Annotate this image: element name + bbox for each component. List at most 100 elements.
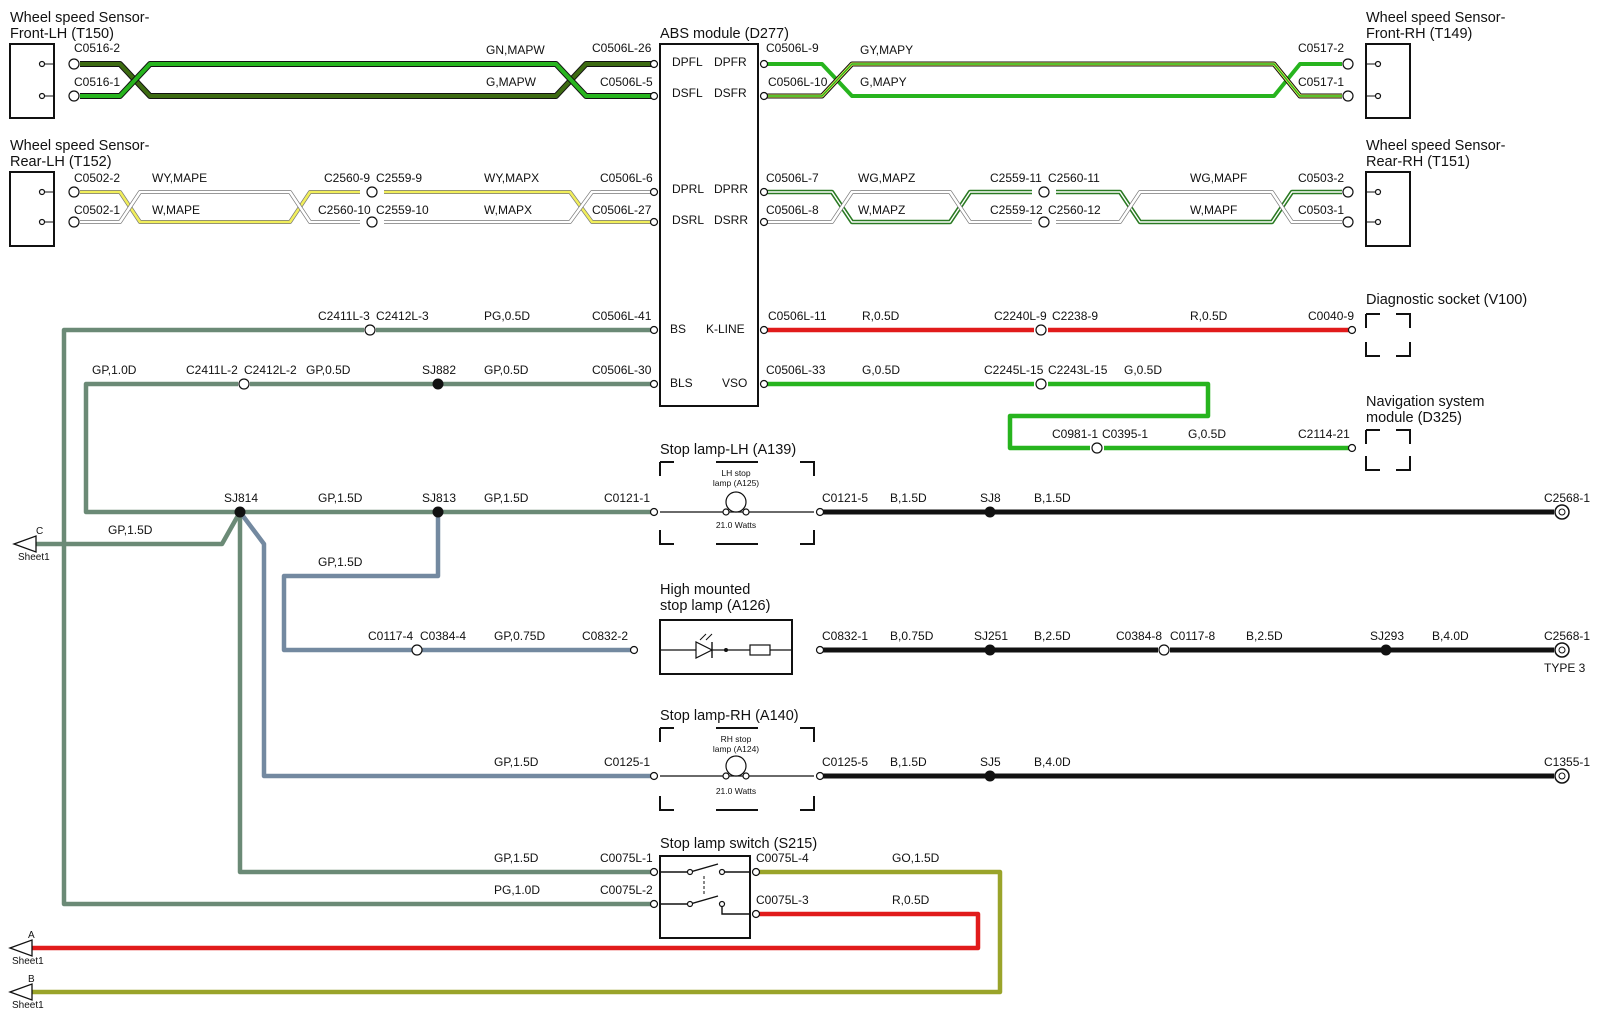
- wire-bs: [61, 327, 652, 907]
- wire-label: WY,MAPE: [152, 171, 207, 185]
- stop-lamp-lh: Stop lamp-LH (A139) LH stop lamp (A125) …: [659, 442, 815, 545]
- connector-label: C0832-2: [582, 629, 628, 643]
- wire-label: GP,1.5D: [108, 523, 153, 537]
- connector-label: C2559-12: [990, 203, 1043, 217]
- ground-terminals: [1554, 504, 1570, 784]
- pin: [759, 379, 769, 389]
- pin: [1035, 324, 1047, 336]
- stop-rh-title: Stop lamp-RH (A140): [660, 708, 799, 724]
- connector-label: C0506L-11: [768, 309, 827, 323]
- pin: [759, 325, 769, 335]
- connector-label: C0517-1: [1298, 75, 1344, 89]
- wire-label: W,MAPZ: [858, 203, 905, 217]
- connector-label: C0516-1: [74, 75, 120, 89]
- ground-eyelet: [1554, 504, 1570, 520]
- wire-vso: [764, 381, 1352, 451]
- abs-pin-label: BS: [670, 322, 686, 336]
- pin: [1158, 644, 1170, 656]
- wire-label: GP,0.5D: [484, 363, 529, 377]
- navigation-module: Navigation system module (D325): [1365, 394, 1484, 471]
- wire-label: G,0.5D: [862, 363, 900, 377]
- sensor-title-line2: Rear-LH (T152): [10, 154, 112, 170]
- wire-label: B,1.5D: [1034, 491, 1071, 505]
- connector-label: C0395-1: [1102, 427, 1148, 441]
- connector-label: C0117-4: [368, 629, 413, 643]
- abs-pin-label: DSFL: [672, 86, 703, 100]
- connector-label: C0121-1: [604, 491, 650, 505]
- pin: [649, 325, 659, 335]
- pin: [759, 217, 769, 227]
- diag-title: Diagnostic socket (V100): [1366, 292, 1527, 308]
- pin: [68, 58, 80, 70]
- splice-dot: [1380, 644, 1392, 656]
- sensor-title-line1: Wheel speed Sensor-: [1366, 10, 1506, 26]
- connector-label: C0516-2: [74, 41, 120, 55]
- lamp-watts: 21.0 Watts: [716, 786, 756, 796]
- lamp-inner-label: lamp (A124): [713, 744, 759, 754]
- splice-dot: [432, 506, 444, 518]
- pin: [815, 645, 825, 655]
- pin: [366, 186, 378, 198]
- stop-lh-title: Stop lamp-LH (A139): [660, 442, 796, 458]
- connector-label: C0506L-41: [592, 309, 652, 323]
- ground-eyelet: [1554, 768, 1570, 784]
- pin: [411, 644, 423, 656]
- wire-label: PG,1.0D: [494, 883, 540, 897]
- wire-label: WG,MAPF: [1190, 171, 1247, 185]
- splice-label: SJ814: [224, 491, 258, 505]
- lamp-inner-label: LH stop: [721, 468, 751, 478]
- connector-label: C2243L-15: [1048, 363, 1108, 377]
- wire-label: R,0.5D: [862, 309, 900, 323]
- pin: [68, 90, 80, 102]
- pin: [364, 324, 376, 336]
- sensor-title-line2: Front-LH (T150): [10, 26, 114, 42]
- wheel-sensor-front-lh: Wheel speed Sensor- Front-LH (T150): [9, 10, 150, 119]
- wire-label: R,0.5D: [1190, 309, 1228, 323]
- connector-label: C1355-1: [1544, 755, 1590, 769]
- pin: [68, 216, 80, 228]
- pin: [751, 867, 761, 877]
- splice-joints: [234, 378, 1392, 782]
- connector-label: C0502-1: [74, 203, 120, 217]
- pin: [1038, 186, 1050, 198]
- connector-label: C0502-2: [74, 171, 120, 185]
- pin: [649, 507, 659, 517]
- pin: [649, 771, 659, 781]
- wire-label: GP,1.5D: [494, 755, 539, 769]
- offsheet-b: B Sheet1: [8, 974, 44, 1011]
- splice-dot: [234, 506, 246, 518]
- wire-label: B,2.5D: [1034, 629, 1071, 643]
- connector-label: C2560-9: [324, 171, 370, 185]
- offsheet-sheet: Sheet1: [18, 552, 50, 563]
- connector-label: C2568-1: [1544, 629, 1590, 643]
- wire-label: W,MAPX: [484, 203, 532, 217]
- splice-label: SJ5: [980, 755, 1001, 769]
- wire-label: B,1.5D: [890, 755, 927, 769]
- diagnostic-socket: Diagnostic socket (V100): [1365, 292, 1527, 357]
- lamp-inner-label: RH stop: [721, 734, 752, 744]
- connector-label: C0506L-7: [766, 171, 819, 185]
- wire-front-rh-pair: [764, 61, 1342, 99]
- connector-label: C2568-1: [1544, 491, 1590, 505]
- wire-rear-lh-pair: [80, 190, 652, 224]
- abs-pin-label: VSO: [722, 376, 747, 390]
- pin: [649, 867, 659, 877]
- connector-label: C2240L-9: [994, 309, 1047, 323]
- connector-label: C0506L-5: [600, 75, 653, 89]
- wire-label: B,0.75D: [890, 629, 934, 643]
- wheel-sensor-rear-rh: Wheel speed Sensor- Rear-RH (T151): [1365, 138, 1506, 247]
- wire-label: G,0.5D: [1124, 363, 1162, 377]
- connector-label: C0503-2: [1298, 171, 1344, 185]
- connector-label: C0040-9: [1308, 309, 1354, 323]
- wire-sj814-offsheet: [30, 510, 242, 547]
- wire-label: B,4.0D: [1432, 629, 1469, 643]
- offsheet-sheet: Sheet1: [12, 956, 44, 967]
- connector-label: C2411L-3: [318, 309, 370, 323]
- wire-label: W,MAPE: [152, 203, 200, 217]
- pin: [1347, 443, 1357, 453]
- connector-label: C2560-10: [318, 203, 371, 217]
- wire-label: G,MAPW: [486, 75, 537, 89]
- connector-type: TYPE 3: [1544, 661, 1586, 675]
- lamp-watts: 21.0 Watts: [716, 520, 756, 530]
- connector-label: C0832-1: [822, 629, 868, 643]
